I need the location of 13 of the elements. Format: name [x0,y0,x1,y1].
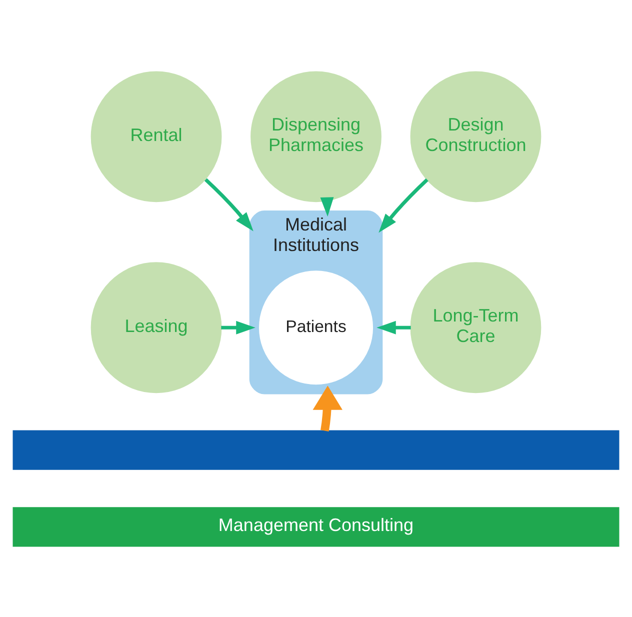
node-circle: Rental [90,70,222,202]
node-circle: Design Construction [410,70,542,202]
node-circle: Long-Term Care [410,262,542,393]
arrow [204,178,254,231]
arrow [312,385,342,431]
arrow [221,320,256,334]
arrow [378,178,428,232]
arrow [376,320,411,334]
node-box: Management Consulting [12,506,620,546]
node-circle: Leasing [90,262,222,393]
node-circle: Patients [258,270,374,384]
node-bar [12,430,620,470]
arrow [320,196,334,216]
